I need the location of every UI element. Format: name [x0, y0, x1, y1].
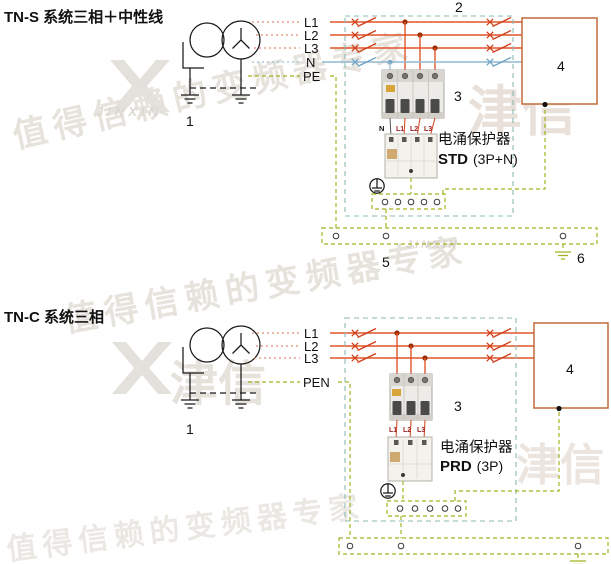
pe-earth-symbol	[380, 483, 396, 499]
callout-earth: 6	[577, 250, 585, 266]
pe-earth-symbol	[369, 178, 385, 194]
tns-title: TN-S 系统三相＋中性线	[4, 8, 163, 26]
spd-model: STD	[438, 151, 468, 168]
watermark-jinxin-cn: 津信	[170, 358, 266, 411]
load-earth-node	[542, 101, 548, 108]
callout-breaker: 3	[454, 88, 462, 104]
load-box	[533, 322, 609, 409]
label-l2: L2	[304, 28, 318, 43]
circuit-breaker-4p	[381, 69, 445, 119]
distribution-box-outline	[344, 15, 514, 217]
watermark-slogan: 值得信赖的变频器专家	[61, 231, 471, 340]
main-earth-bar	[321, 227, 598, 245]
callout-load: 4	[566, 361, 574, 377]
terminal-label-l1: L1	[389, 427, 397, 434]
circuit-breaker-3p	[389, 373, 433, 421]
watermark-slogan: 值得信赖的变频器专家	[9, 27, 417, 156]
label-n: N	[306, 55, 315, 70]
earth-terminal-strip	[386, 500, 467, 517]
main-earth-bar	[338, 537, 609, 555]
terminal-label-n: N	[379, 124, 384, 133]
tns-diagram: TN-S 系统三相＋中性线 1 L1 L2 L3 N PE	[4, 0, 598, 270]
tnc-diagram: TN-C 系统三相 1 L1 L2 L3 PEN	[4, 308, 609, 564]
callout-transformer: 1	[186, 421, 194, 437]
label-l3: L3	[304, 41, 318, 56]
spd-config: (3P)	[477, 458, 503, 474]
spd-device-name: 电涌保护器	[438, 131, 511, 148]
label-l3: L3	[304, 351, 318, 366]
callout-load: 4	[557, 58, 565, 74]
label-pen: PEN	[303, 375, 330, 390]
spd-model-line: PRD (3P)	[440, 458, 503, 475]
spd-model: PRD	[440, 458, 472, 475]
watermark-jinxin-en: JINXIN	[96, 104, 162, 119]
surge-protector-4p	[384, 133, 438, 179]
strip-to-load-earth-link	[454, 410, 560, 501]
pe-wire	[330, 75, 337, 228]
watermark-slogan: 值得信赖的变频器专家	[5, 489, 366, 564]
jinxin-x-logo	[112, 342, 172, 394]
label-l1: L1	[304, 15, 318, 30]
callout-transformer: 1	[186, 113, 194, 129]
pen-wire	[338, 381, 351, 538]
terminal-label-l2: L2	[403, 427, 411, 434]
callout-breaker: 3	[454, 398, 462, 414]
label-pe: PE	[303, 69, 321, 84]
label-l2: L2	[304, 339, 318, 354]
earth-electrode-symbol	[554, 251, 572, 260]
watermark-layer: 值得信赖的变频器专家 JINXIN 津信 JINXIN 值得信赖的变频器专家 津…	[5, 27, 604, 564]
spd-model-line: STD (3P+N)	[438, 151, 518, 168]
tnc-title: TN-C 系统三相	[4, 308, 104, 326]
watermark-jinxin-cn: 津信	[516, 441, 604, 490]
load-box	[521, 17, 598, 105]
transformer-feed-lines	[248, 21, 302, 77]
distribution-box-outline	[344, 317, 517, 522]
load-earth-node	[556, 405, 562, 412]
spd-config: (3P+N)	[473, 151, 518, 167]
terminal-label-l3: L3	[424, 126, 432, 133]
strip-to-load-earth-link	[442, 106, 546, 194]
terminal-label-l1: L1	[396, 126, 404, 133]
terminal-label-l3: L3	[417, 427, 425, 434]
callout-panel: 2	[455, 0, 463, 15]
callout-earth-bar: 5	[382, 254, 390, 270]
transformer-feed-lines	[248, 332, 300, 383]
jinxin-x-logo	[110, 60, 170, 112]
watermark-jinxin-en: JINXIN	[406, 239, 459, 251]
terminal-label-l2: L2	[410, 126, 418, 133]
spd-device-name: 电涌保护器	[440, 439, 513, 456]
earth-terminal-strip	[371, 193, 446, 210]
surge-protector-3p	[387, 436, 433, 482]
label-l1: L1	[304, 326, 318, 341]
